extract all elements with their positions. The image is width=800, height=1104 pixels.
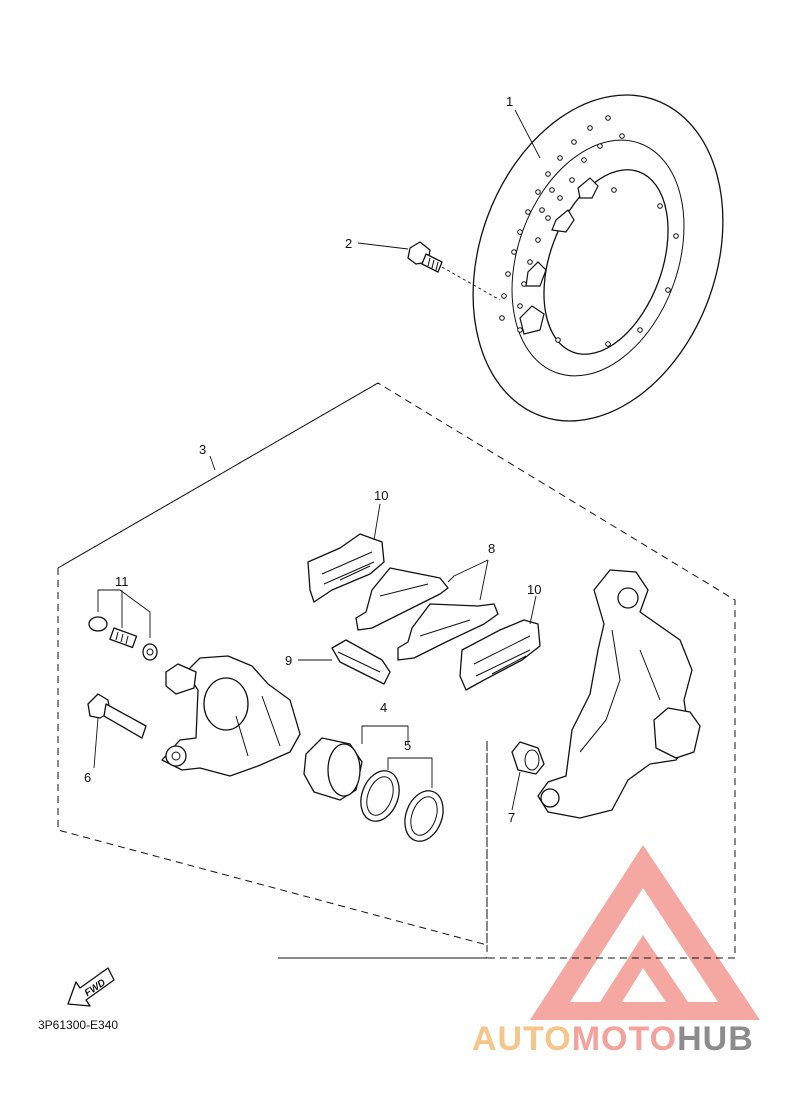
pin-boot (511, 741, 545, 775)
callout-10-left: 10 (374, 488, 388, 503)
brand-part-hub: HUB (677, 1020, 754, 1058)
callout-6: 6 (84, 770, 91, 785)
callout-3: 3 (199, 442, 206, 457)
brake-pads (355, 567, 499, 661)
watermark-brand-text: AUTOMOTOHUB (472, 1020, 754, 1059)
slide-pin (87, 693, 147, 739)
brake-disc (472, 94, 724, 422)
disc-vent-holes (499, 115, 679, 347)
brand-part-moto: MOTO (571, 1020, 678, 1058)
pad-shim-right (459, 619, 541, 691)
caliper-body (161, 655, 301, 777)
callout-11: 11 (115, 574, 129, 589)
piston-seals (360, 770, 444, 842)
pad-spring (331, 639, 391, 685)
disc-bolt (407, 241, 501, 301)
callout-1: 1 (506, 94, 513, 109)
bleed-screw-set (88, 616, 158, 661)
callout-8: 8 (488, 541, 495, 556)
brand-part-auto: AUTO (472, 1020, 572, 1058)
fwd-arrow-icon: FWD (67, 967, 115, 1007)
reference-code: 3P61300-E340 (38, 1018, 119, 1032)
callout-9: 9 (285, 653, 292, 668)
callout-7: 7 (508, 810, 515, 825)
caliper-bracket (537, 569, 701, 819)
watermark-logo (530, 845, 760, 1020)
callout-10-right: 10 (527, 582, 541, 597)
caliper-piston (303, 737, 363, 801)
callout-5: 5 (404, 738, 411, 753)
pad-shim-left (307, 533, 385, 603)
leader-lines (93, 109, 541, 811)
callout-4: 4 (380, 700, 387, 715)
callout-2: 2 (345, 236, 352, 251)
caliper-assembly-outline (57, 382, 736, 959)
